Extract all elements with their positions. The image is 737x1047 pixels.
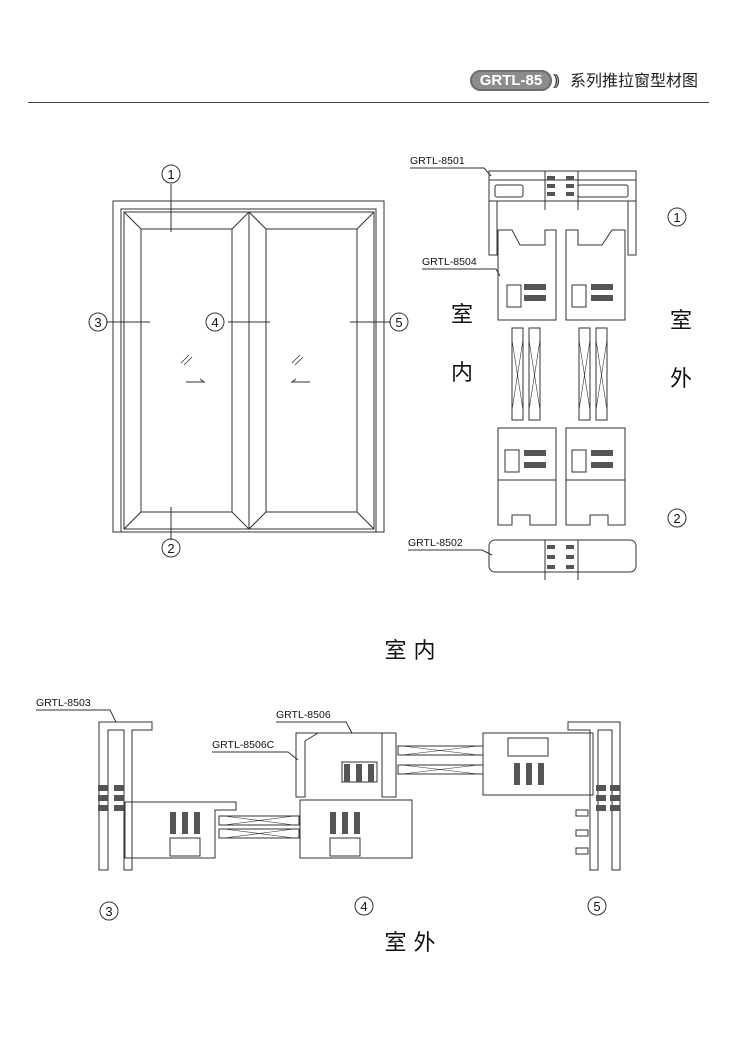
inner-frame	[120, 208, 377, 533]
callout-circles	[88, 164, 687, 921]
callout-2-section: 2	[673, 511, 680, 526]
gasket-sash-top	[524, 284, 613, 301]
gasket-sash-bottom	[524, 450, 613, 468]
gasket-interlock-top	[344, 764, 374, 782]
vertical-section	[408, 167, 637, 580]
interior-label-top: 室	[451, 303, 473, 328]
callout-1-section: 1	[673, 210, 680, 225]
interior-label-horizontal: 室 内	[385, 639, 436, 664]
glass-hatch-marks	[180, 354, 304, 366]
glazing-hatch	[511, 339, 608, 411]
callout-4-section: 4	[360, 899, 367, 914]
callout-1-elevation: 1	[167, 167, 174, 182]
gasket-right-sash	[514, 763, 544, 785]
left-glass	[140, 228, 233, 513]
right-glass	[265, 228, 358, 513]
gasket-right-jamb	[596, 785, 620, 811]
glass-right-hatch	[401, 745, 479, 775]
interior-notches	[575, 809, 589, 855]
horizontal-section	[36, 709, 621, 871]
label-grtl-8502: GRTL-8502	[408, 537, 463, 549]
exterior-label-horizontal: 室 外	[385, 931, 436, 956]
window-elevation	[106, 184, 391, 540]
callout-5-section: 5	[593, 899, 600, 914]
exterior-label-bottom: 外	[670, 367, 692, 392]
exterior-label-top: 室	[670, 309, 692, 334]
callout-5-elevation: 5	[395, 315, 402, 330]
gasket-left-jamb	[98, 785, 124, 811]
callout-4-elevation: 4	[211, 315, 218, 330]
callout-3-elevation: 3	[94, 315, 101, 330]
gasket-left-sash	[170, 812, 200, 834]
left-sash	[123, 211, 250, 530]
page-title: 系列推拉窗型材图	[570, 71, 699, 90]
gasket-bottom	[547, 545, 574, 569]
callout-2-elevation: 2	[167, 541, 174, 556]
interior-label-bottom: 内	[451, 361, 473, 386]
right-sash	[248, 211, 375, 530]
glass-left-hatch	[223, 815, 295, 839]
page-header: GRTL-85 )) 系列推拉窗型材图	[0, 0, 737, 104]
slide-left-arrow-icon	[290, 378, 310, 383]
series-badge: GRTL-85	[470, 70, 552, 91]
label-grtl-8506: GRTL-8506	[276, 709, 331, 721]
label-grtl-8503: GRTL-8503	[36, 697, 91, 709]
gasket-top	[547, 176, 574, 196]
label-grtl-8506c: GRTL-8506C	[212, 739, 275, 751]
slide-right-arrow-icon	[186, 378, 206, 383]
badge-arrows-icon: ))	[553, 72, 560, 89]
label-grtl-8504: GRTL-8504	[422, 256, 477, 268]
label-grtl-8501: GRTL-8501	[410, 155, 465, 167]
callout-3-section: 3	[105, 904, 112, 919]
header-divider	[28, 102, 709, 103]
gasket-interlock-bottom	[330, 812, 360, 834]
